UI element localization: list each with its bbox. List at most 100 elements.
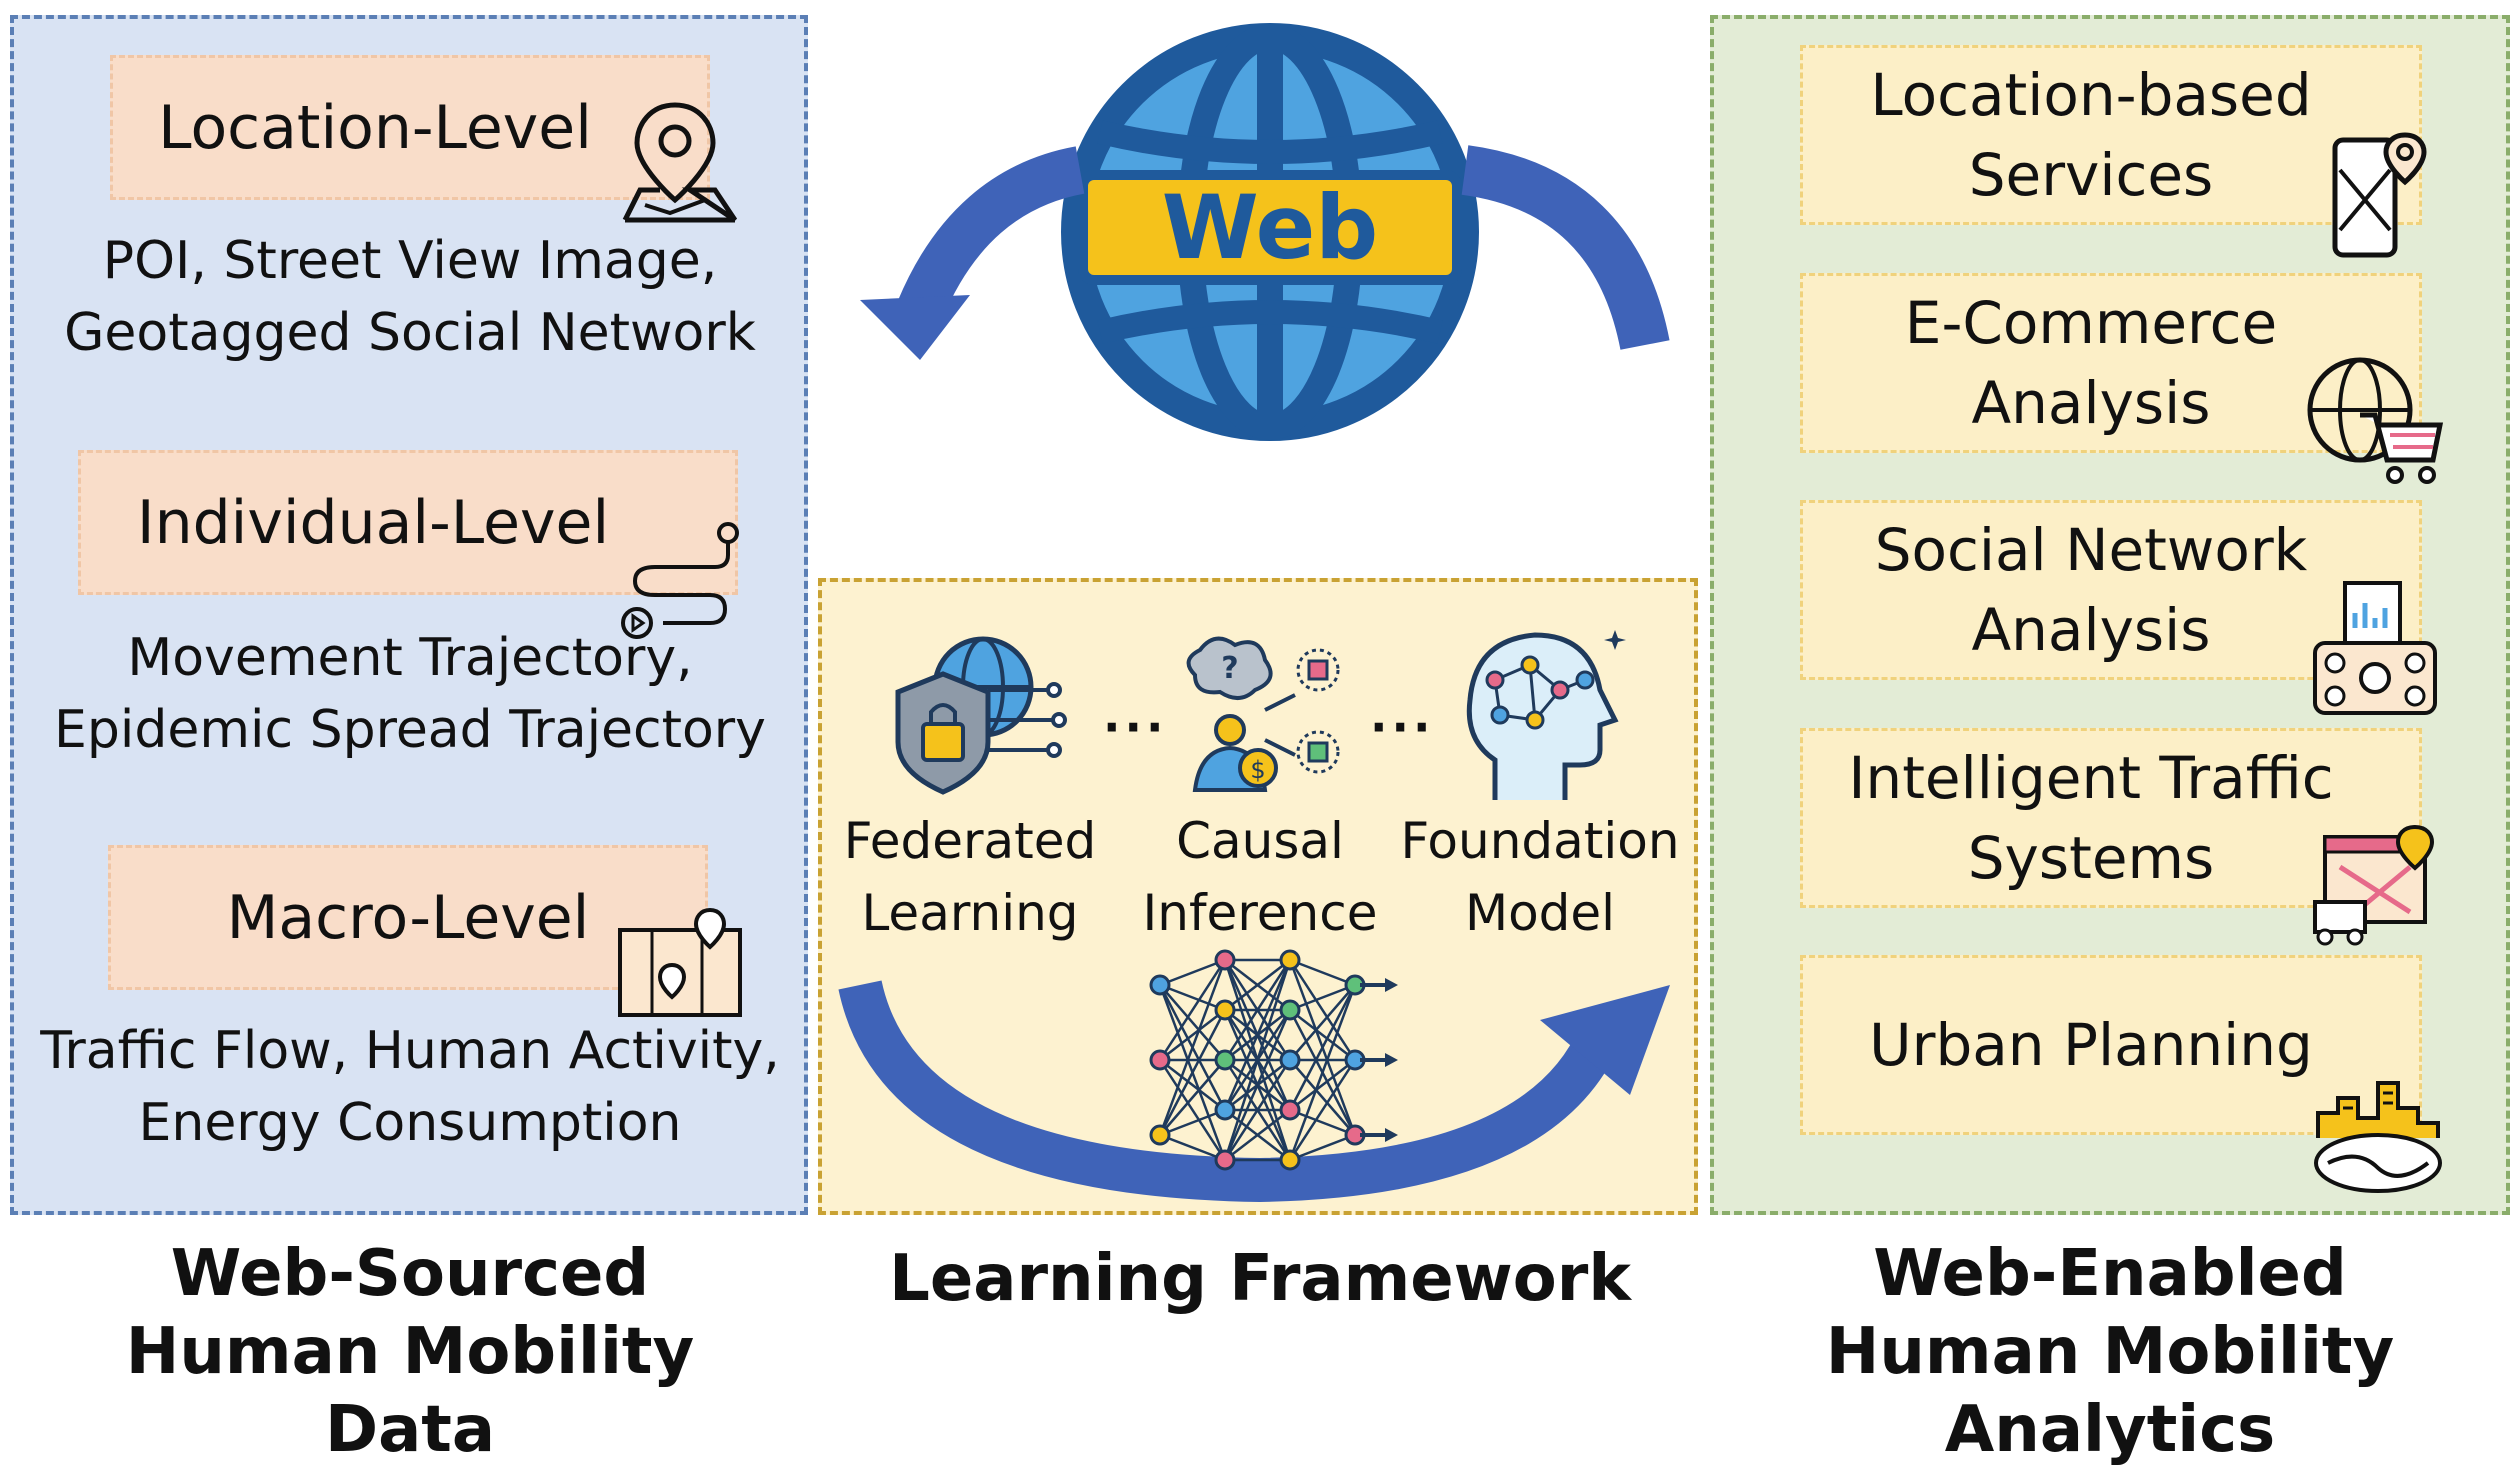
- macro-level-box: Macro-Level: [108, 845, 708, 990]
- app-lbs-line2: Services: [1968, 141, 2214, 209]
- nn-edge: [1159, 1009, 1226, 1061]
- individual-desc-line1: Movement Trajectory,: [127, 628, 693, 688]
- nn-edge: [1289, 1133, 1356, 1162]
- method-federated-learning: Federated Learning: [830, 805, 1110, 949]
- data-caption-line1: Web-Sourced: [170, 1237, 650, 1311]
- app-ecommerce-line1: E-Commerce: [1904, 289, 2278, 357]
- nn-node: [1214, 1049, 1236, 1071]
- nn-edge: [1288, 984, 1357, 1111]
- method-causal-inference: Causal Inference: [1120, 805, 1400, 949]
- method-foundation-line2: Model: [1464, 884, 1616, 942]
- app-ecommerce-line2: Analysis: [1971, 369, 2211, 437]
- mobile-map-icon: [2332, 132, 2427, 258]
- method-foundation-line1: Foundation: [1400, 812, 1680, 870]
- nn-edge: [1288, 959, 1357, 1061]
- method-foundation-model: Foundation Model: [1395, 805, 1685, 949]
- nn-node: [1279, 1049, 1301, 1071]
- location-desc-line1: POI, Street View Image,: [102, 231, 718, 291]
- nn-edge: [1158, 1059, 1227, 1161]
- neural-network-icon: [1149, 949, 1398, 1171]
- nn-edge: [1288, 984, 1357, 1161]
- nn-edge: [1223, 1059, 1292, 1161]
- macro-level-title: Macro-Level: [226, 882, 590, 953]
- individual-desc-line2: Epidemic Spread Trajectory: [54, 700, 766, 760]
- location-level-desc: POI, Street View Image, Geotagged Social…: [20, 225, 800, 369]
- nn-node: [1149, 974, 1171, 996]
- nn-edge: [1289, 958, 1356, 987]
- app-urban-line1: Urban Planning: [1869, 1011, 2313, 1079]
- data-caption-line2: Human Mobility Data: [125, 1315, 695, 1467]
- app-traffic-line1: Intelligent Traffic: [1848, 744, 2334, 812]
- app-traffic-line2: Systems: [1967, 824, 2215, 892]
- web-to-data-arrow: [860, 146, 1085, 360]
- nn-node: [1279, 1149, 1301, 1171]
- location-desc-line2: Geotagged Social Network: [64, 303, 756, 363]
- web-banner: Web: [1078, 170, 1462, 285]
- individual-level-desc: Movement Trajectory, Epidemic Spread Tra…: [20, 622, 800, 766]
- nn-edge: [1158, 1009, 1227, 1136]
- app-social-line1: Social Network: [1874, 516, 2308, 584]
- analytics-from-web-arrow: [1461, 145, 1670, 351]
- app-lbs-line1: Location-based: [1870, 61, 2312, 129]
- analytics-caption-line1: Web-Enabled: [1873, 1237, 2347, 1311]
- data-caption: Web-Sourced Human Mobility Data: [30, 1235, 790, 1469]
- nn-edge: [1289, 1059, 1356, 1136]
- individual-level-title: Individual-Level: [136, 487, 610, 558]
- svg-text:$: $: [1250, 756, 1265, 784]
- shopping-cart-globe-icon: [2307, 357, 2444, 484]
- method-causal-line2: Inference: [1142, 884, 1378, 942]
- nn-edge: [1159, 1059, 1226, 1136]
- macro-desc-line2: Energy Consumption: [138, 1093, 682, 1153]
- analytics-caption-line2: Human Mobility Analytics: [1825, 1315, 2395, 1467]
- nn-edge: [1159, 1059, 1226, 1111]
- nn-node: [1149, 1124, 1171, 1146]
- nn-edge: [1159, 983, 1226, 1012]
- web-banner-label: Web: [1161, 176, 1379, 279]
- data-to-analytics-arrow: [838, 979, 1670, 1203]
- svg-text:?: ?: [1221, 651, 1238, 686]
- nn-node: [1279, 999, 1301, 1021]
- city-icon: [2314, 1081, 2442, 1193]
- individual-level-box: Individual-Level: [78, 450, 738, 595]
- analytics-caption: Web-Enabled Human Mobility Analytics: [1705, 1235, 2515, 1469]
- nn-node: [1214, 949, 1236, 971]
- nn-node: [1214, 1099, 1236, 1121]
- method-federated-line2: Learning: [861, 884, 1079, 942]
- nn-edge: [1224, 1109, 1291, 1161]
- nn-edge: [1223, 959, 1292, 1161]
- nn-node: [1214, 999, 1236, 1021]
- traffic-map-icon: [2313, 824, 2435, 946]
- nn-edge: [1159, 958, 1226, 987]
- nn-edge: [1289, 1108, 1356, 1137]
- app-urban-planning: Urban Planning: [1800, 955, 2422, 1135]
- nn-edge: [1289, 1009, 1356, 1061]
- method-causal-line1: Causal: [1176, 812, 1344, 870]
- nn-node: [1279, 1099, 1301, 1121]
- method-federated-line1: Federated: [843, 812, 1097, 870]
- nn-edge: [1289, 984, 1356, 1061]
- causal-inference-icon: ? $: [1186, 636, 1340, 792]
- route-icon: [621, 522, 739, 639]
- nn-node: [1149, 1049, 1171, 1071]
- nn-edge: [1159, 1133, 1226, 1162]
- location-level-box: Location-Level: [110, 55, 710, 200]
- framework-caption: Learning Framework: [889, 1242, 1631, 1316]
- app-social-line2: Analysis: [1971, 596, 2211, 664]
- nn-edge: [1158, 959, 1227, 1061]
- macro-level-desc: Traffic Flow, Human Activity, Energy Con…: [20, 1015, 800, 1159]
- nn-node: [1214, 1149, 1236, 1171]
- nn-edge: [1159, 984, 1226, 1061]
- nn-node: [1279, 949, 1301, 971]
- map-pin-icon: [622, 102, 738, 223]
- nn-edge: [1223, 959, 1292, 1111]
- macro-desc-line1: Traffic Flow, Human Activity,: [40, 1021, 780, 1081]
- ellipsis-2: ···: [1370, 700, 1435, 754]
- social-network-icon: [2313, 581, 2437, 715]
- federated-learning-icon: [895, 636, 1067, 795]
- nn-edge: [1223, 959, 1292, 1061]
- location-level-title: Location-Level: [158, 92, 592, 163]
- nn-edge: [1159, 1108, 1226, 1137]
